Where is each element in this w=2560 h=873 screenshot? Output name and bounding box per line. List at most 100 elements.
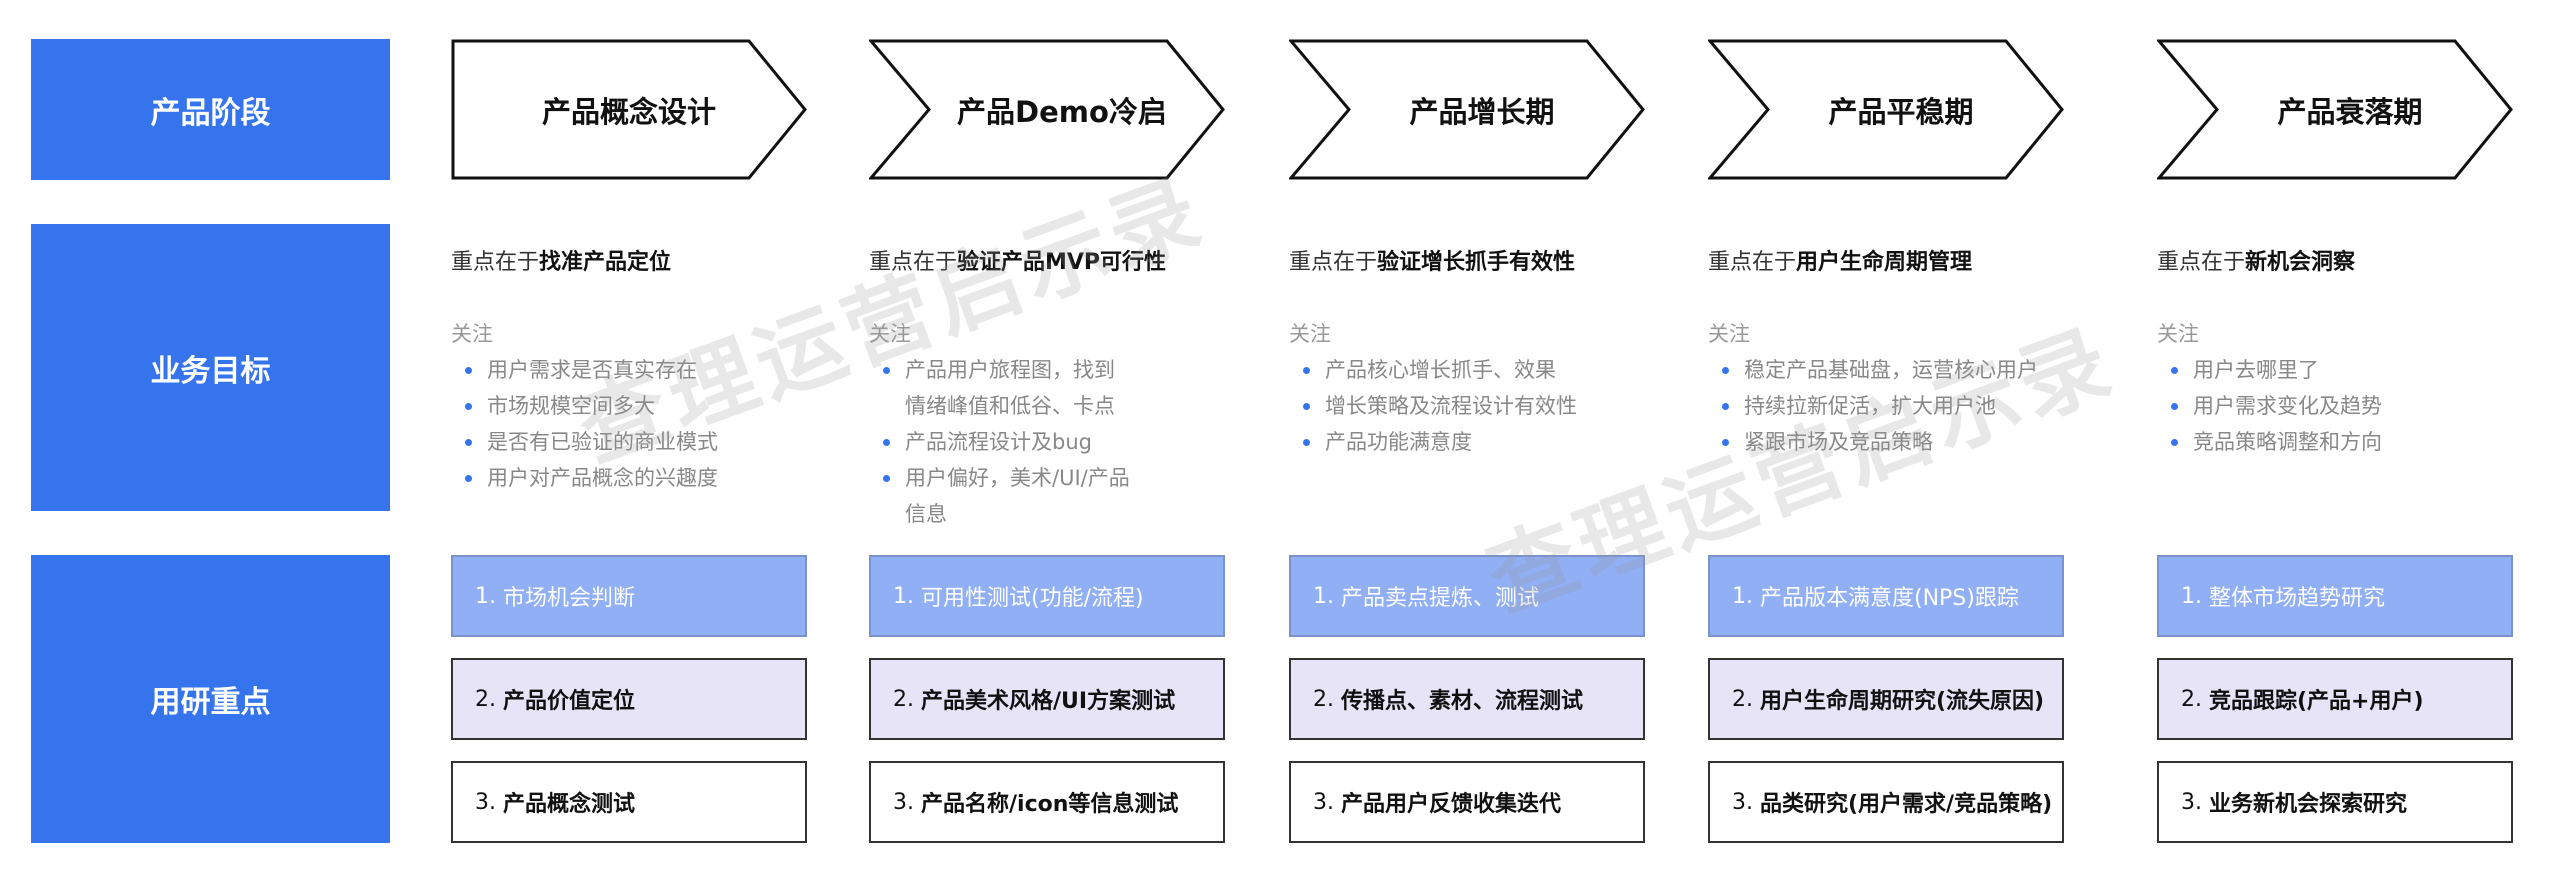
research-text: 产品价值定位 bbox=[503, 689, 636, 714]
chevron-arrow-shape bbox=[2157, 39, 2513, 180]
bullet-dot-icon bbox=[1303, 439, 1310, 446]
research-text: 可用性测试(功能/流程) bbox=[921, 586, 1144, 611]
focus-bullet: 持续拉新促活，扩大用户池 bbox=[1722, 388, 2074, 424]
focus-bullet: 稳定产品基础盘，运营核心用户 bbox=[1722, 352, 2074, 388]
research-text: 产品概念测试 bbox=[503, 792, 636, 817]
focus-bullet: 用户对产品概念的兴趣度 bbox=[465, 460, 817, 496]
bullet-dot-icon bbox=[1722, 367, 1729, 374]
goal-text: 新机会洞察 bbox=[2245, 250, 2356, 275]
focus-label: 关注 bbox=[1708, 322, 1750, 346]
goal-prefix: 重点在于 bbox=[1289, 250, 1378, 275]
research-text: 产品用户反馈收集迭代 bbox=[1341, 792, 1562, 817]
focus-bullet: 产品功能满意度 bbox=[1303, 424, 1655, 460]
stage-column: 产品概念设计 重点在于找准产品定位 关注 用户需求是否真实存在市场规模空间多大是… bbox=[451, 0, 807, 873]
research-item: 2. 传播点、素材、流程测试 bbox=[1289, 658, 1645, 740]
research-text: 竞品跟踪(产品+用户) bbox=[2209, 689, 2424, 714]
research-item: 1. 产品卖点提炼、测试 bbox=[1289, 555, 1645, 637]
focus-list: 用户去哪里了用户需求变化及趋势竞品策略调整和方向 bbox=[2171, 352, 2523, 460]
bullet-dot-icon bbox=[2171, 403, 2178, 410]
row-label-stage: 产品阶段 bbox=[31, 39, 390, 180]
goal-headline: 重点在于找准产品定位 bbox=[451, 244, 671, 276]
focus-label: 关注 bbox=[2157, 322, 2199, 346]
research-number: 3. bbox=[475, 789, 496, 815]
focus-list: 用户需求是否真实存在市场规模空间多大是否有已验证的商业模式用户对产品概念的兴趣度 bbox=[465, 352, 817, 496]
research-item: 2. 用户生命周期研究(流失原因) bbox=[1708, 658, 2064, 740]
bullet-dot-icon bbox=[465, 403, 472, 410]
stage-column: 产品衰落期 重点在于新机会洞察 关注 用户去哪里了用户需求变化及趋势竞品策略调整… bbox=[2157, 0, 2513, 873]
focus-label: 关注 bbox=[1289, 322, 1331, 346]
bullet-dot-icon bbox=[465, 475, 472, 482]
focus-bullet: 用户偏好，美术/UI/产品信息 bbox=[883, 460, 1135, 532]
research-text: 产品美术风格/UI方案测试 bbox=[921, 689, 1176, 714]
research-number: 1. bbox=[1732, 583, 1753, 609]
research-item: 3. 品类研究(用户需求/竞品策略) bbox=[1708, 761, 2064, 843]
bullet-dot-icon bbox=[1303, 403, 1310, 410]
bullet-dot-icon bbox=[2171, 367, 2178, 374]
stage-column: 产品增长期 重点在于验证增长抓手有效性 关注 产品核心增长抓手、效果增长策略及流… bbox=[1289, 0, 1645, 873]
research-number: 1. bbox=[2181, 583, 2202, 609]
research-number: 3. bbox=[2181, 789, 2202, 815]
stage-title: 产品Demo冷启 bbox=[957, 94, 1167, 129]
focus-bullet: 用户需求是否真实存在 bbox=[465, 352, 817, 388]
research-item: 1. 产品版本满意度(NPS)跟踪 bbox=[1708, 555, 2064, 637]
goal-text: 验证增长抓手有效性 bbox=[1377, 250, 1576, 275]
focus-label: 关注 bbox=[451, 322, 493, 346]
research-item: 2. 产品美术风格/UI方案测试 bbox=[869, 658, 1225, 740]
focus-bullet: 用户去哪里了 bbox=[2171, 352, 2523, 388]
bullet-dot-icon bbox=[883, 439, 890, 446]
goal-text: 验证产品MVP可行性 bbox=[957, 250, 1167, 275]
bullet-dot-icon bbox=[2171, 439, 2178, 446]
research-text: 产品名称/icon等信息测试 bbox=[921, 792, 1179, 817]
focus-bullet: 是否有已验证的商业模式 bbox=[465, 424, 817, 460]
research-item: 1. 可用性测试(功能/流程) bbox=[869, 555, 1225, 637]
stage-column: 产品平稳期 重点在于用户生命周期管理 关注 稳定产品基础盘，运营核心用户持续拉新… bbox=[1708, 0, 2064, 873]
research-number: 2. bbox=[475, 686, 496, 712]
focus-label: 关注 bbox=[869, 322, 911, 346]
research-item: 3. 产品概念测试 bbox=[451, 761, 807, 843]
research-text: 产品版本满意度(NPS)跟踪 bbox=[1760, 586, 2019, 611]
goal-headline: 重点在于验证产品MVP可行性 bbox=[869, 244, 1166, 276]
stage-chevron: 产品平稳期 bbox=[1708, 39, 2064, 180]
chevron-arrow-shape bbox=[869, 39, 1225, 180]
research-number: 3. bbox=[893, 789, 914, 815]
goal-prefix: 重点在于 bbox=[869, 250, 958, 275]
goal-prefix: 重点在于 bbox=[1708, 250, 1797, 275]
stage-title: 产品概念设计 bbox=[541, 94, 716, 129]
goal-headline: 重点在于验证增长抓手有效性 bbox=[1289, 244, 1575, 276]
focus-bullet: 产品流程设计及bug bbox=[883, 424, 1135, 460]
bullet-dot-icon bbox=[883, 475, 890, 482]
research-number: 3. bbox=[1313, 789, 1334, 815]
research-number: 2. bbox=[1732, 686, 1753, 712]
focus-list: 产品核心增长抓手、效果增长策略及流程设计有效性产品功能满意度 bbox=[1303, 352, 1655, 460]
research-item: 1. 市场机会判断 bbox=[451, 555, 807, 637]
goal-prefix: 重点在于 bbox=[2157, 250, 2246, 275]
goal-text: 用户生命周期管理 bbox=[1796, 250, 1973, 275]
bullet-dot-icon bbox=[883, 367, 890, 374]
stage-chevron: 产品衰落期 bbox=[2157, 39, 2513, 180]
focus-bullet: 紧跟市场及竞品策略 bbox=[1722, 424, 2074, 460]
stage-title: 产品平稳期 bbox=[1828, 94, 1974, 129]
research-number: 2. bbox=[2181, 686, 2202, 712]
research-number: 1. bbox=[1313, 583, 1334, 609]
research-number: 1. bbox=[893, 583, 914, 609]
research-text: 用户生命周期研究(流失原因) bbox=[1760, 689, 2045, 714]
stage-title: 产品增长期 bbox=[1409, 94, 1555, 129]
research-item: 2. 产品价值定位 bbox=[451, 658, 807, 740]
stage-column: 产品Demo冷启 重点在于验证产品MVP可行性 关注 产品用户旅程图，找到情绪峰… bbox=[869, 0, 1225, 873]
research-item: 3. 产品用户反馈收集迭代 bbox=[1289, 761, 1645, 843]
focus-bullet: 产品核心增长抓手、效果 bbox=[1303, 352, 1655, 388]
research-text: 市场机会判断 bbox=[503, 586, 636, 611]
row-label-research: 用研重点 bbox=[31, 555, 390, 843]
focus-bullet: 市场规模空间多大 bbox=[465, 388, 817, 424]
focus-bullet: 增长策略及流程设计有效性 bbox=[1303, 388, 1655, 424]
focus-bullet: 用户需求变化及趋势 bbox=[2171, 388, 2523, 424]
goal-headline: 重点在于用户生命周期管理 bbox=[1708, 244, 1972, 276]
research-text: 品类研究(用户需求/竞品策略) bbox=[1760, 792, 2053, 817]
goal-headline: 重点在于新机会洞察 bbox=[2157, 244, 2355, 276]
goal-text: 找准产品定位 bbox=[539, 250, 672, 275]
stage-title: 产品衰落期 bbox=[2277, 94, 2423, 129]
bullet-dot-icon bbox=[1722, 403, 1729, 410]
research-number: 3. bbox=[1732, 789, 1753, 815]
goal-prefix: 重点在于 bbox=[451, 250, 540, 275]
